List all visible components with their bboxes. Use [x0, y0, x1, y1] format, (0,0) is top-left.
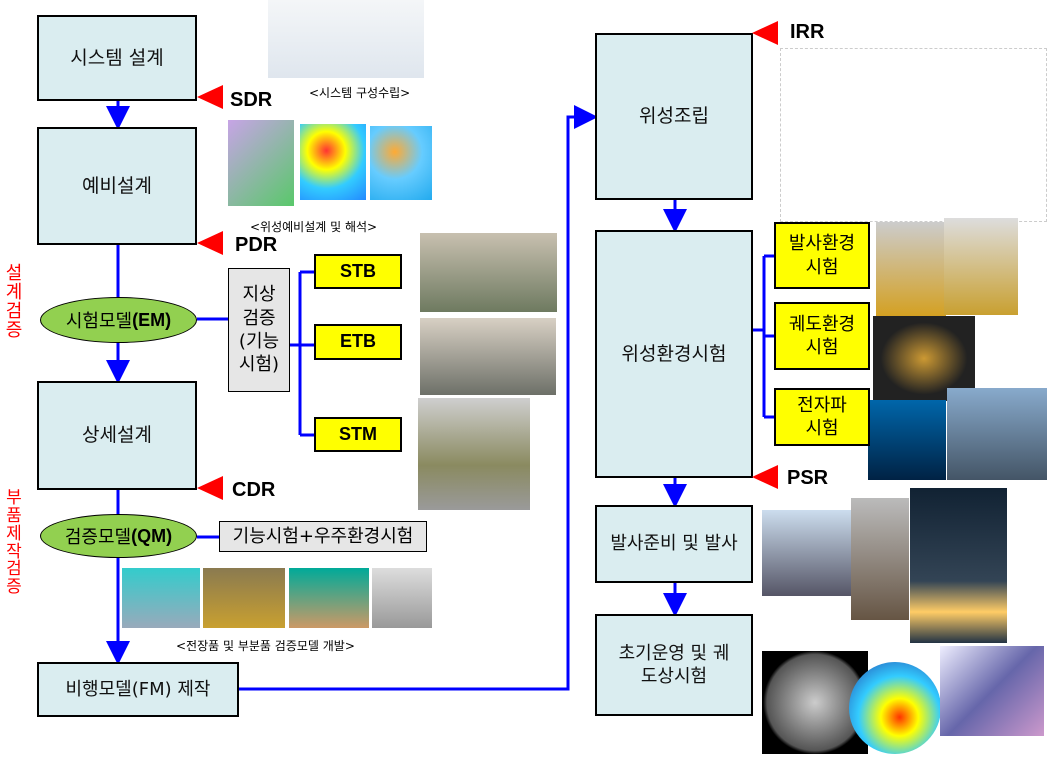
em-label: 시험모델 [65, 311, 133, 332]
cdr-review-marker-icon [197, 476, 223, 500]
em-suffix: (EM) [132, 309, 172, 330]
sdr-review-marker-icon [197, 85, 223, 109]
qm-component-photo-2 [289, 568, 369, 628]
launch-env-photo [876, 222, 946, 317]
emc-chamber-photo-2 [947, 388, 1047, 480]
qualification-model-ellipse: 검증모델(QM) [40, 514, 197, 558]
satellite-fairing-photo [851, 498, 909, 620]
sdr-label: SDR [230, 89, 273, 111]
transport-aircraft-photo [762, 510, 852, 596]
qm-test-box: 기능시험+우주환경시험 [219, 521, 427, 552]
side-label-design-verification: 설계검증 [5, 263, 23, 341]
rocket-launch-photo [910, 488, 1007, 643]
system-design-box: 시스템 설계 [37, 15, 197, 101]
ground-verification-box: 지상 검증 (기능 시험) [228, 268, 290, 392]
preliminary-design-box: 예비설계 [37, 127, 197, 245]
thermal-analysis-image [300, 124, 366, 200]
qm-electronics-photo [122, 568, 200, 628]
caption-prelim: <위성예비설계 및 해석> [250, 220, 378, 234]
flight-model-box: 비행모델(FM) 제작 [37, 662, 239, 717]
prelim-design-model-image [228, 120, 294, 206]
qm-component-photo-3 [372, 568, 432, 628]
pdr-label: PDR [235, 234, 278, 256]
stm-box: STM [314, 417, 402, 452]
etb-box: ETB [314, 324, 402, 360]
thermal-vacuum-photo [873, 316, 975, 401]
pdr-review-marker-icon [197, 231, 223, 255]
qm-suffix: (QM) [131, 525, 173, 546]
launch-env-photo-2 [944, 218, 1018, 315]
assembly-sequence-diagram-image [780, 48, 1047, 222]
psr-review-marker-icon [752, 465, 778, 489]
thermal-analysis-image-2 [370, 126, 432, 200]
detailed-design-box: 상세설계 [37, 381, 197, 490]
side-label-parts-verification: 부품제작검증 [6, 488, 22, 598]
ocean-color-image [940, 646, 1044, 736]
caption-system: <시스템 구성수립> [309, 86, 411, 100]
system-architecture-image [268, 0, 424, 78]
cdr-label: CDR [232, 479, 276, 501]
irr-label: IRR [790, 21, 825, 43]
irr-review-marker-icon [752, 21, 778, 45]
emc-chamber-photo [868, 400, 946, 480]
initial-operations-box: 초기운영 및 궤도상시험 [595, 614, 753, 716]
qm-label: 검증모델 [64, 527, 132, 548]
qm-component-photo [203, 568, 285, 628]
earth-image-infrared [849, 662, 941, 754]
stb-box: STB [314, 254, 402, 289]
satellite-assembly-box: 위성조립 [595, 33, 753, 200]
orbit-env-test-box: 궤도환경 시험 [774, 302, 870, 370]
etb-photo [420, 318, 556, 395]
engineering-model-ellipse: 시험모델(EM) [40, 297, 197, 343]
launch-env-test-box: 발사환경 시험 [774, 222, 870, 289]
caption-qm: <전장품 및 부분품 검증모델 개발> [176, 639, 355, 653]
stm-photo [418, 398, 530, 510]
emc-test-box: 전자파 시험 [774, 388, 870, 446]
environment-test-box: 위성환경시험 [595, 230, 753, 478]
launch-box: 발사준비 및 발사 [595, 505, 753, 583]
stb-photo [420, 233, 557, 312]
psr-label: PSR [787, 467, 829, 489]
